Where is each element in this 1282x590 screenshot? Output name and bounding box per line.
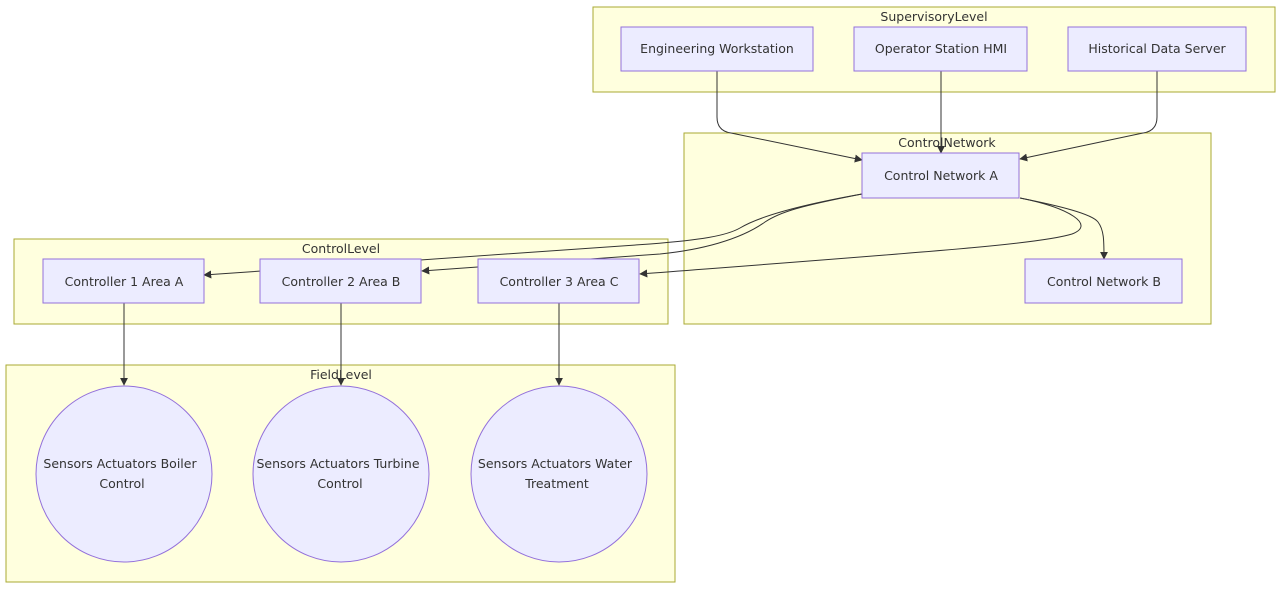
cluster-title-supervisory: SupervisoryLevel: [880, 9, 987, 24]
node-controller-2[interactable]: Controller 2 Area B: [259, 258, 422, 304]
node-historical-data-server[interactable]: Historical Data Server: [1067, 26, 1247, 72]
node-label: Sensors Actuators Water Treatment: [478, 456, 636, 491]
node-control-network-a[interactable]: Control Network A: [861, 152, 1020, 199]
edge-historian-to-network-a: [1019, 71, 1158, 162]
node-label: Control Network B: [1047, 274, 1161, 289]
edge-network-a-to-controller-1: [203, 193, 863, 279]
node-label: Sensors Actuators Boiler Control: [43, 456, 200, 491]
node-sensors-water-treatment[interactable]: Sensors Actuators Water Treatment: [470, 385, 648, 563]
node-label: Sensors Actuators Turbine Control: [257, 456, 424, 491]
node-controller-3[interactable]: Controller 3 Area C: [477, 258, 640, 304]
edges: [120, 71, 1158, 386]
cluster-title-control-level: ControlLevel: [302, 241, 380, 256]
node-operator-station-hmi[interactable]: Operator Station HMI: [853, 26, 1028, 72]
node-label: Controller 3 Area C: [500, 274, 619, 289]
node-label: Historical Data Server: [1088, 41, 1226, 56]
node-sensors-boiler-control[interactable]: Sensors Actuators Boiler Control: [35, 385, 213, 563]
node-label-line-1: Sensors Actuators Water: [478, 456, 633, 471]
node-label: Controller 2 Area B: [282, 274, 401, 289]
node-label-line-2: Control: [317, 476, 362, 491]
edge-network-a-to-controller-3: [639, 197, 1082, 278]
node-label: Control Network A: [884, 168, 998, 183]
node-label: Controller 1 Area A: [65, 274, 184, 289]
edge-network-a-to-network-b: [1019, 197, 1108, 260]
cluster-title-control-network: ControlNetwork: [898, 135, 996, 150]
node-controller-1[interactable]: Controller 1 Area A: [42, 258, 205, 304]
node-sensors-turbine-control[interactable]: Sensors Actuators Turbine Control: [252, 385, 430, 563]
node-label: Operator Station HMI: [875, 41, 1007, 56]
node-control-network-b[interactable]: Control Network B: [1024, 258, 1183, 304]
node-label-line-1: Sensors Actuators Boiler: [43, 456, 197, 471]
node-label-line-1: Sensors Actuators Turbine: [257, 456, 420, 471]
node-label-line-2: Control: [99, 476, 144, 491]
node-engineering-workstation[interactable]: Engineering Workstation: [620, 26, 814, 72]
edge-workstation-to-network-a: [716, 71, 863, 163]
edge-network-a-to-controller-2: [421, 193, 863, 275]
node-label: Engineering Workstation: [640, 41, 794, 56]
node-label-line-2: Treatment: [524, 476, 589, 491]
